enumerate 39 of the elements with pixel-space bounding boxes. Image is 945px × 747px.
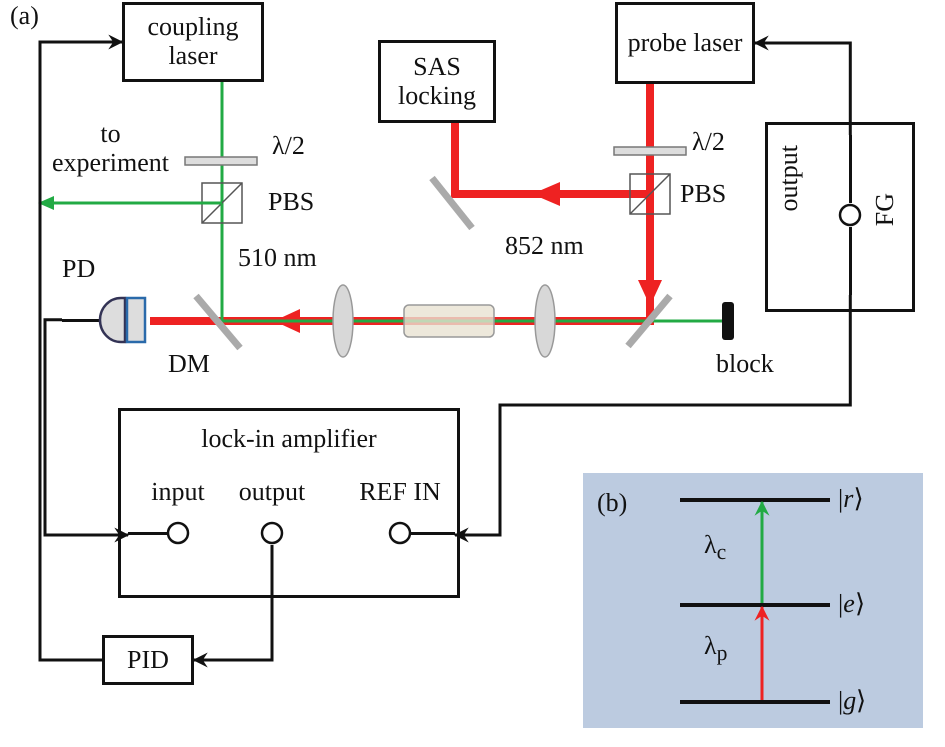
- instrument-box: [122, 2, 264, 82]
- port-label: input: [151, 478, 205, 507]
- arrow: [192, 545, 274, 668]
- port-label: REF IN: [359, 478, 441, 507]
- panel-label: (a): [10, 2, 39, 31]
- component-label: λ/2: [692, 128, 725, 157]
- function-generator-box: [765, 122, 915, 312]
- instrument-box: [102, 635, 194, 685]
- component-label: DM: [168, 350, 210, 379]
- box-label: lock-in amplifier: [201, 425, 377, 454]
- state-label: |g⟩: [838, 687, 866, 716]
- arrow: [754, 500, 770, 603]
- detector-label: PD: [62, 255, 96, 284]
- port-label: output: [238, 478, 306, 507]
- panel-label: (b): [597, 489, 628, 518]
- instrument-box: [378, 40, 496, 123]
- arrow: [754, 606, 770, 700]
- box-label: SAS locking: [397, 52, 477, 110]
- instrument-box: [615, 2, 755, 84]
- lock-in-amplifier-box: [118, 408, 460, 598]
- wavelength-label: 852 nm: [505, 232, 584, 261]
- energy-level-panel: [583, 473, 923, 728]
- state-label: |r⟩: [838, 485, 864, 514]
- port-label: output: [776, 145, 802, 212]
- component-label: to experiment: [51, 120, 170, 178]
- arrow: [44, 318, 130, 542]
- component-label: block: [716, 350, 774, 379]
- component-label: PBS: [268, 188, 314, 217]
- arrow: [754, 36, 852, 135]
- box-label: PID: [127, 646, 169, 674]
- box-label: coupling laser: [146, 13, 240, 71]
- state-label: |e⟩: [838, 590, 865, 619]
- component-label: λ/2: [272, 132, 305, 161]
- wavelength-label: 510 nm: [238, 244, 317, 273]
- box-label: probe laser: [628, 28, 742, 58]
- component-label: PBS: [680, 180, 726, 209]
- arrow: [454, 295, 852, 542]
- arrow: [38, 34, 124, 662]
- box-label: FG: [872, 193, 898, 226]
